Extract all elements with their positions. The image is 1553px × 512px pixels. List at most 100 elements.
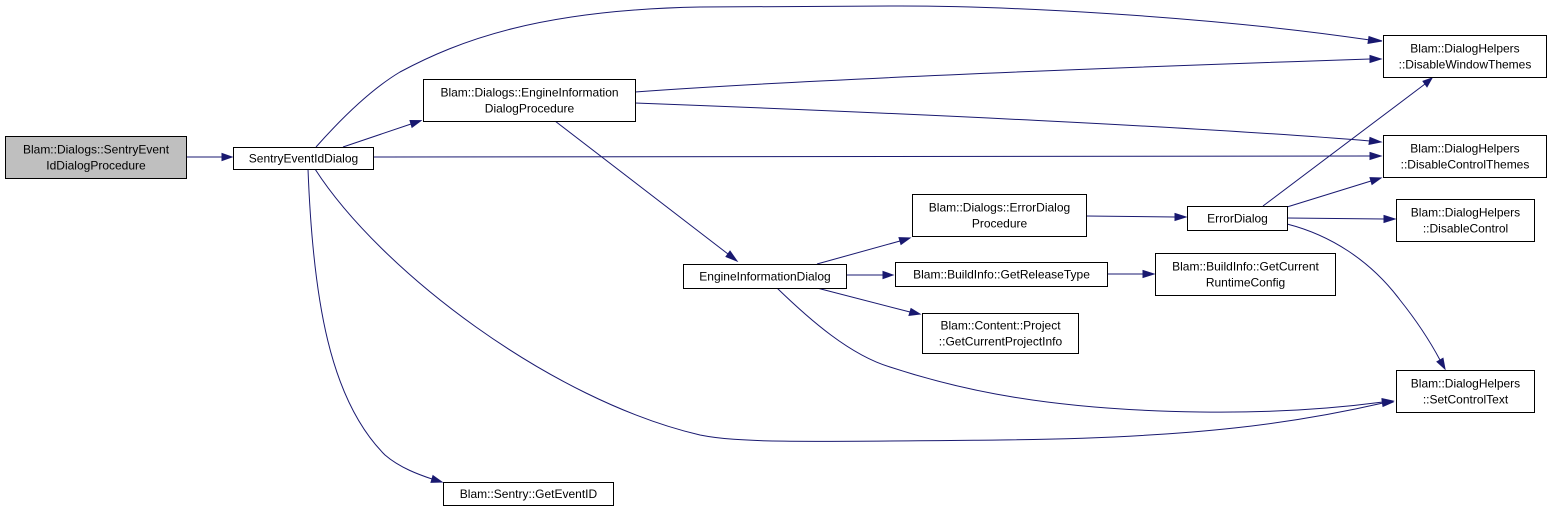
edge-arrowhead xyxy=(898,237,912,246)
edge-sentry-dialog-to-disable-control-themes xyxy=(372,151,1383,161)
edge-line xyxy=(554,120,729,255)
edge-arrowhead xyxy=(725,250,739,263)
edge-arrowhead xyxy=(430,474,444,483)
edge-line xyxy=(816,287,911,313)
node-label-line: Blam::Dialogs::ErrorDialog xyxy=(929,201,1070,215)
edge-release-type-to-runtime-config xyxy=(1107,269,1156,279)
node-label-line: ::SetControlText xyxy=(1423,393,1509,407)
edge-error-dialog-to-disable-window-themes xyxy=(1262,77,1434,207)
edge-arrowhead xyxy=(1383,214,1397,224)
edge-line xyxy=(315,5,1371,148)
node-box xyxy=(5,136,187,179)
edges-layer xyxy=(186,5,1446,483)
edge-arrowhead xyxy=(1436,357,1446,371)
node-label-line: Procedure xyxy=(972,217,1028,231)
node-engine-proc[interactable]: Blam::Dialogs::EngineInformationDialogPr… xyxy=(423,79,636,122)
node-box xyxy=(895,262,1108,287)
node-set-control-text[interactable]: Blam::DialogHelpers::SetControlText xyxy=(1396,370,1535,413)
edge-error-dialog-to-disable-control-themes xyxy=(1286,177,1383,208)
edge-arrowhead xyxy=(1367,35,1383,45)
edge-engine-dialog-to-error-proc xyxy=(816,237,912,265)
edge-line xyxy=(634,58,1371,93)
node-label-line: Blam::DialogHelpers xyxy=(1410,142,1519,156)
node-release-type[interactable]: Blam::BuildInfo::GetReleaseType xyxy=(895,262,1108,287)
node-label-line: Blam::Content::Project xyxy=(940,319,1061,333)
edge-error-dialog-to-set-control-text xyxy=(1286,223,1446,371)
edge-sentry-dialog-to-get-event-id xyxy=(307,168,444,483)
edge-sentry-dialog-to-engine-proc xyxy=(342,119,423,148)
node-label-line: Blam::Dialogs::EngineInformation xyxy=(440,86,618,100)
node-label-line: RuntimeConfig xyxy=(1206,276,1285,290)
node-engine-dialog[interactable]: EngineInformationDialog xyxy=(683,264,847,289)
node-box xyxy=(1187,206,1288,231)
node-label-line: ::DisableControl xyxy=(1423,222,1508,236)
node-box xyxy=(922,313,1079,354)
edge-engine-proc-to-engine-dialog xyxy=(554,120,739,263)
edge-error-dialog-to-disable-control xyxy=(1286,214,1397,224)
node-label-line: SentryEventIdDialog xyxy=(249,152,358,166)
node-box xyxy=(683,264,847,289)
node-sentry-dialog[interactable]: SentryEventIdDialog xyxy=(233,147,374,170)
edge-line xyxy=(342,123,412,148)
edge-line xyxy=(776,287,1384,413)
edge-arrowhead xyxy=(1142,269,1156,279)
node-box xyxy=(233,147,374,170)
edge-engine-proc-to-disable-control-themes xyxy=(634,102,1383,146)
edge-arrowhead xyxy=(1381,397,1395,407)
edge-engine-dialog-to-project-info xyxy=(816,287,922,316)
edge-arrowhead xyxy=(1369,54,1383,64)
node-label-line: ::DisableControlThemes xyxy=(1401,158,1530,172)
edge-arrowhead xyxy=(1422,77,1434,88)
node-get-event-id[interactable]: Blam::Sentry::GetEventID xyxy=(443,482,614,506)
edge-line xyxy=(1286,217,1385,220)
node-label-line: Blam::DialogHelpers xyxy=(1410,42,1519,56)
edge-arrowhead xyxy=(1368,136,1383,146)
edge-sentry-dialog-to-disable-window-themes xyxy=(315,5,1383,148)
node-label-line: Blam::BuildInfo::GetReleaseType xyxy=(913,268,1090,282)
node-project-info[interactable]: Blam::Content::Project::GetCurrentProjec… xyxy=(922,313,1079,354)
nodes-layer: Blam::Dialogs::SentryEventIdDialogProced… xyxy=(5,35,1547,506)
edge-engine-proc-to-disable-window-themes xyxy=(634,54,1383,93)
edge-arrowhead xyxy=(882,270,895,280)
edge-arrowhead xyxy=(409,119,423,129)
edge-line xyxy=(816,240,901,265)
edge-line xyxy=(1286,223,1441,361)
node-disable-window-themes[interactable]: Blam::DialogHelpers::DisableWindowThemes xyxy=(1383,35,1547,78)
edge-engine-dialog-to-set-control-text xyxy=(776,287,1395,413)
edge-line xyxy=(1085,215,1176,218)
node-label-line: DialogProcedure xyxy=(485,102,575,116)
node-box xyxy=(443,482,614,506)
node-label-line: ::GetCurrentProjectInfo xyxy=(939,335,1063,349)
node-box xyxy=(423,79,636,122)
edge-sentry-proc-to-sentry-dialog xyxy=(186,152,234,162)
edge-arrowhead xyxy=(908,307,922,316)
node-disable-control-themes[interactable]: Blam::DialogHelpers::DisableControlTheme… xyxy=(1383,135,1547,178)
node-label-line: Blam::DialogHelpers xyxy=(1411,377,1520,391)
edge-line xyxy=(307,168,433,480)
node-sentry-proc[interactable]: Blam::Dialogs::SentryEventIdDialogProced… xyxy=(5,136,187,179)
edge-line xyxy=(1262,83,1426,207)
node-box xyxy=(1155,253,1336,296)
edge-arrowhead xyxy=(1174,212,1188,222)
edge-line xyxy=(314,168,1384,442)
edge-engine-dialog-to-release-type xyxy=(846,270,895,280)
node-label-line: Blam::BuildInfo::GetCurrent xyxy=(1172,260,1319,274)
node-error-dialog[interactable]: ErrorDialog xyxy=(1187,206,1288,231)
node-label-line: EngineInformationDialog xyxy=(699,270,830,284)
edge-arrowhead xyxy=(221,152,234,162)
node-disable-control[interactable]: Blam::DialogHelpers::DisableControl xyxy=(1396,199,1535,242)
node-label-line: ErrorDialog xyxy=(1207,212,1268,226)
edge-line xyxy=(1286,180,1372,208)
edge-arrowhead xyxy=(1369,151,1383,161)
node-label-line: Blam::DialogHelpers xyxy=(1411,206,1520,220)
edge-arrowhead xyxy=(1369,177,1383,186)
node-box xyxy=(1383,135,1547,178)
node-label-line: Blam::Dialogs::SentryEvent xyxy=(23,143,170,157)
node-label-line: Blam::Sentry::GetEventID xyxy=(460,487,598,501)
node-label-line: IdDialogProcedure xyxy=(46,159,146,173)
edge-line xyxy=(372,155,1371,158)
node-box xyxy=(912,194,1087,237)
node-box xyxy=(1383,35,1547,78)
